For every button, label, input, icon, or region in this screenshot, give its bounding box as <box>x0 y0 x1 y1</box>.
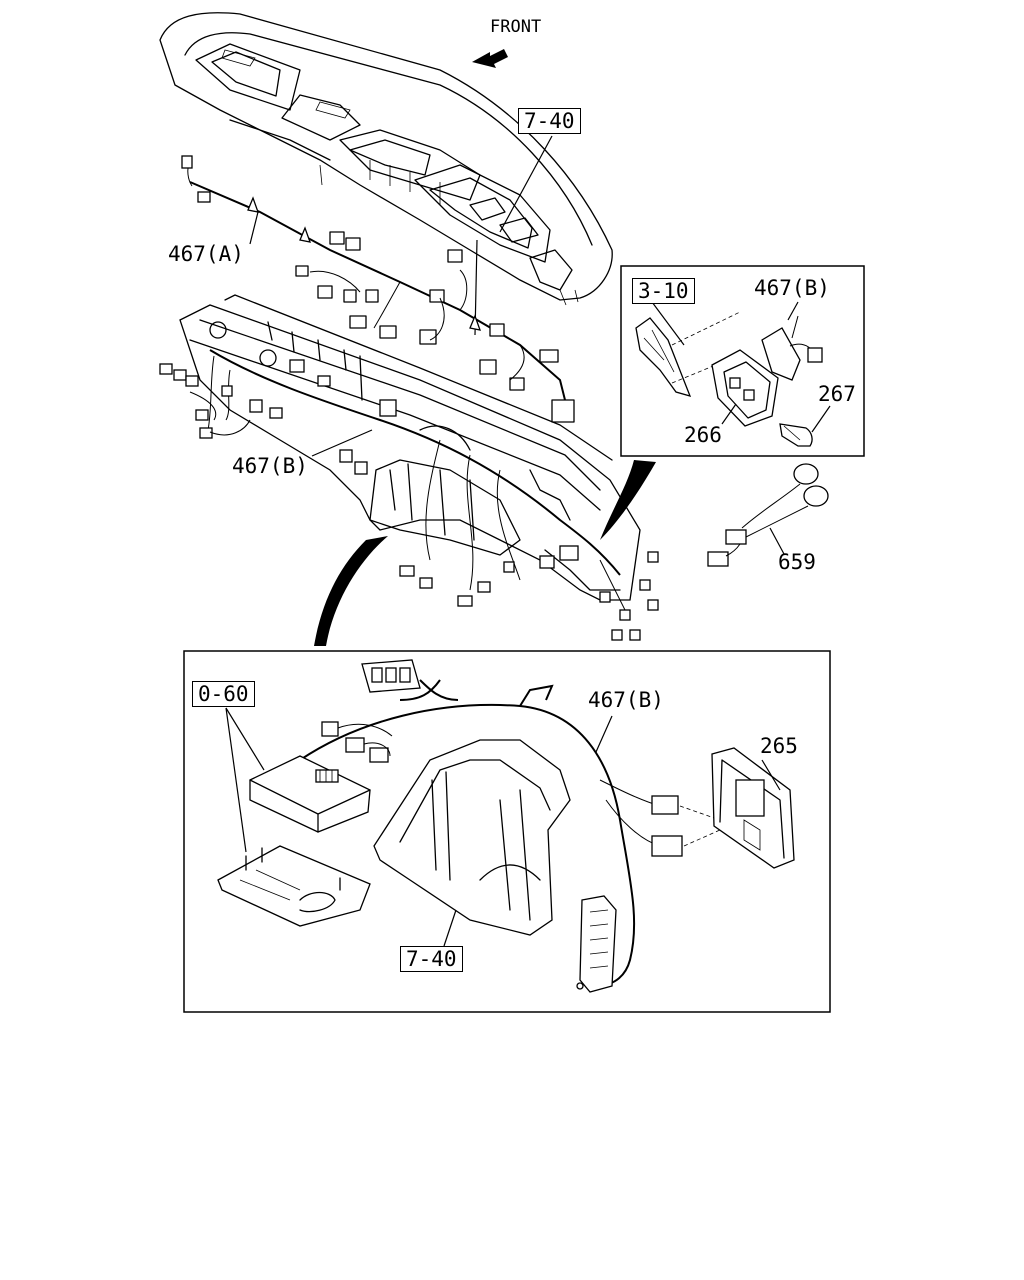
label-467a: 467(A) <box>168 242 244 266</box>
front-arrow-icon <box>472 49 508 68</box>
label-467b-detail: 467(B) <box>588 688 664 712</box>
harness-b-main-drawing <box>159 349 659 641</box>
label-467b-inset: 467(B) <box>754 276 830 300</box>
detail-box <box>183 650 831 1013</box>
label-265: 265 <box>760 734 798 758</box>
inset-pointer <box>600 460 656 540</box>
label-266: 266 <box>684 423 722 447</box>
front-label: FRONT <box>490 17 542 37</box>
detail-pointer <box>314 536 388 646</box>
dashboard-panel <box>159 12 613 306</box>
label-467b-main: 467(B) <box>232 454 308 478</box>
ref-0-60: 0-60 <box>192 681 255 707</box>
ref-3-10: 3-10 <box>632 278 695 304</box>
harness-a-drawing <box>181 155 575 423</box>
ref-7-40-top: 7-40 <box>518 108 581 134</box>
part-659-drawing <box>707 463 829 567</box>
cross-member-frame <box>179 294 641 601</box>
label-267: 267 <box>818 382 856 406</box>
label-659: 659 <box>778 550 816 574</box>
ref-7-40-bottom: 7-40 <box>400 946 463 972</box>
